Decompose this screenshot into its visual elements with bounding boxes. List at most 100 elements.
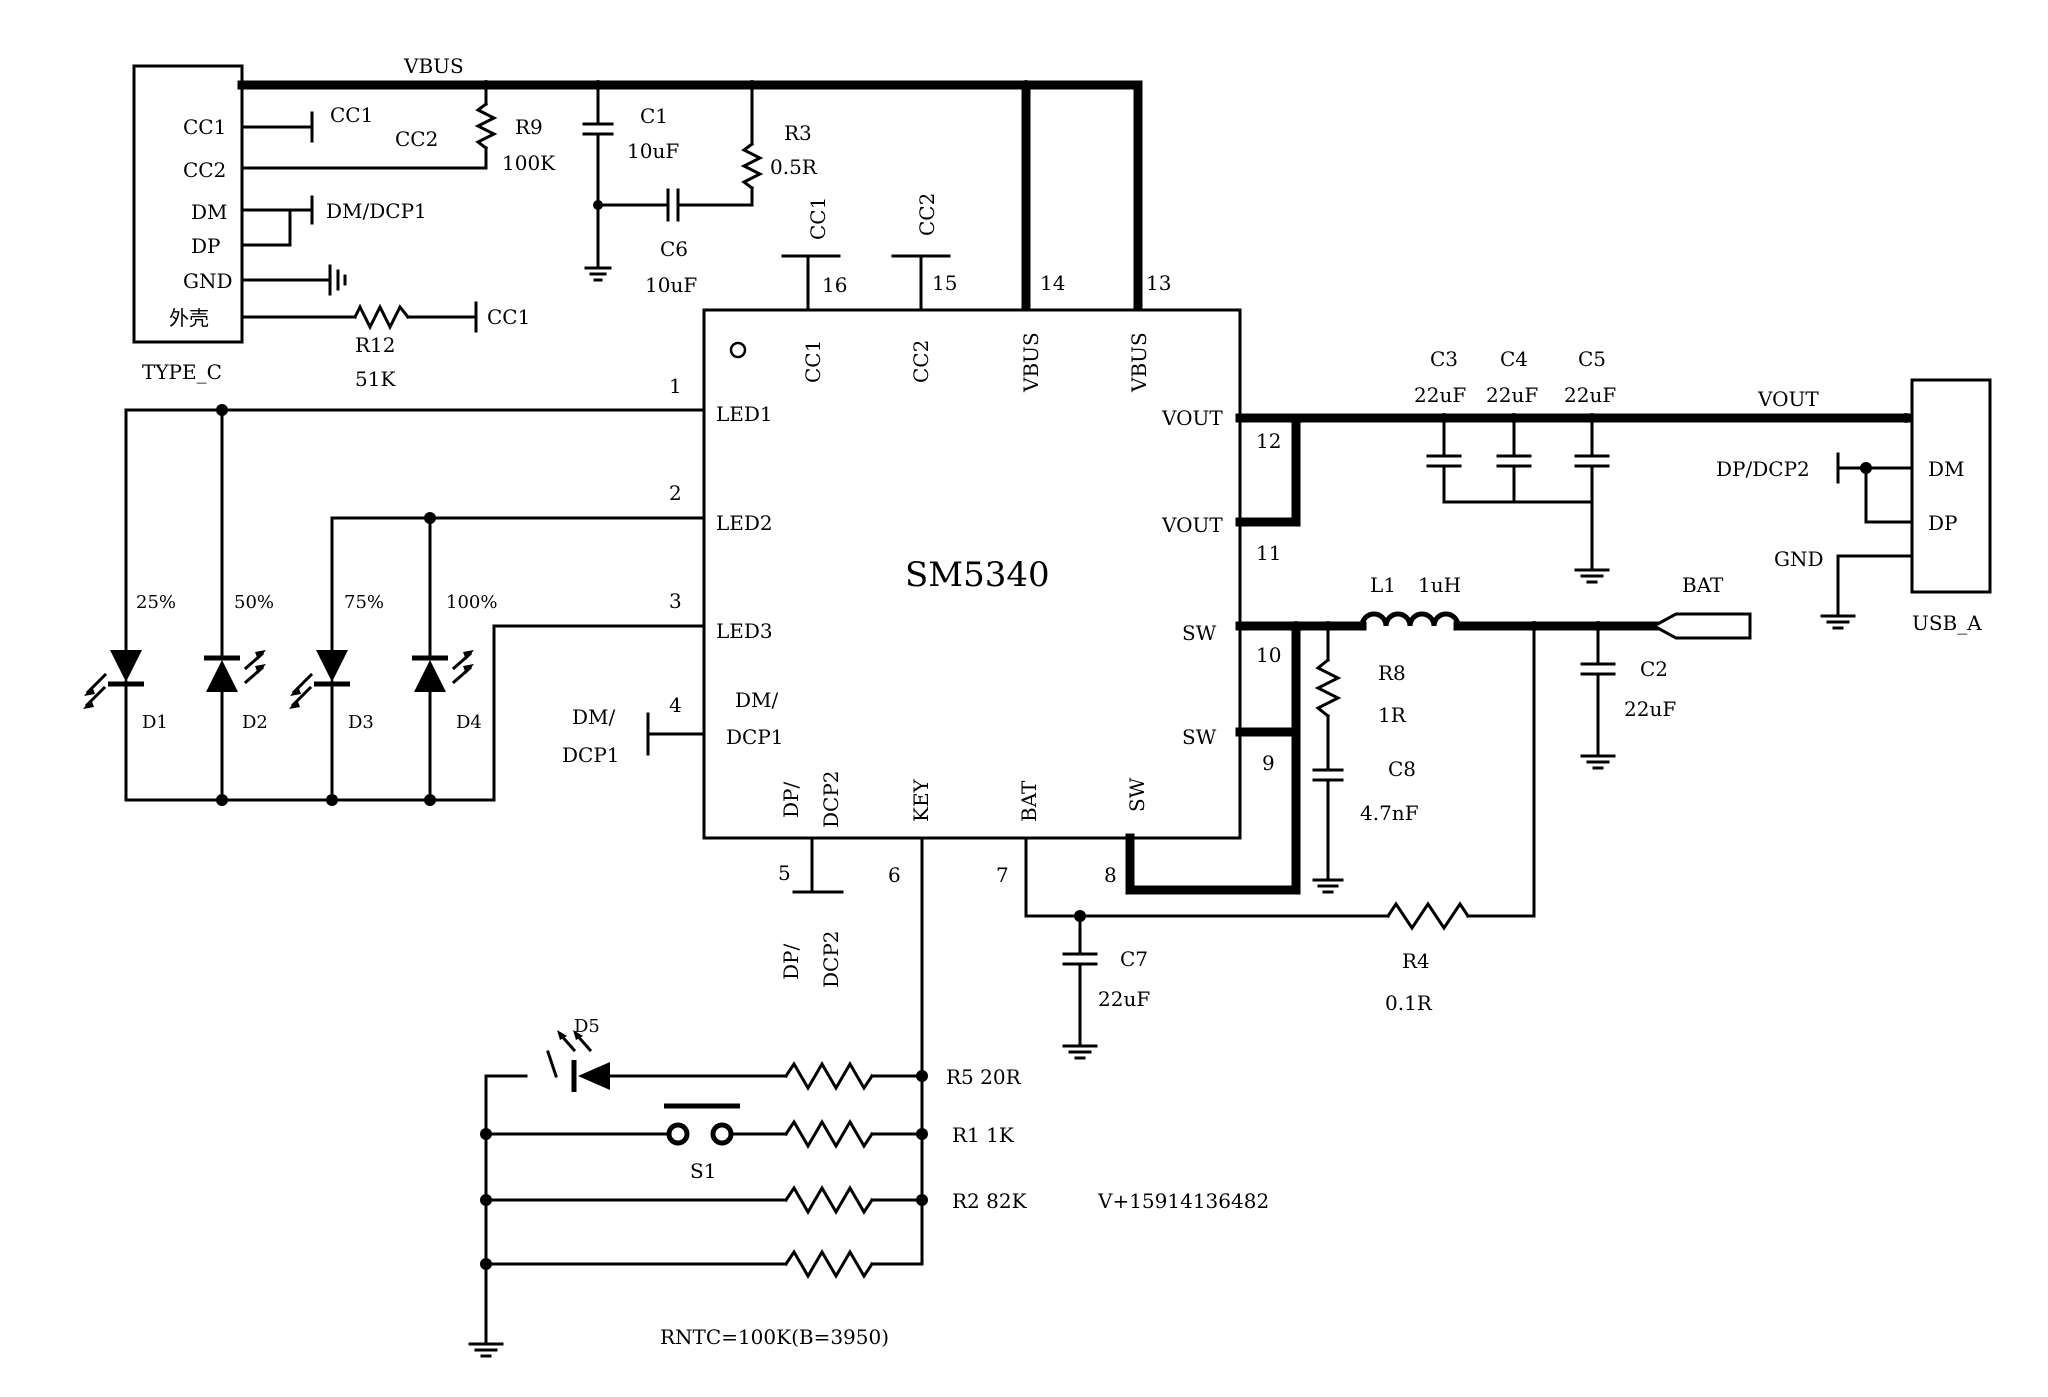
led-d1: [83, 650, 144, 709]
rntc-note: RNTC=100K(B=3950): [660, 1325, 889, 1349]
usb-a-pin-dp: DP: [1928, 511, 1958, 535]
r1-label: R1 1K: [952, 1123, 1015, 1147]
pin12-name: VOUT: [1161, 406, 1223, 430]
led-d4-pct: 100%: [446, 592, 497, 613]
dm-dcp1-net-label: DM/DCP1: [326, 199, 427, 223]
pin5-num: 5: [778, 861, 791, 885]
pin5-name-line2: DCP2: [819, 770, 843, 828]
phone-note: V+15914136482: [1097, 1189, 1269, 1213]
pin4-num: 4: [669, 693, 682, 717]
r3-ref: R3: [784, 121, 812, 145]
c4-ref: C4: [1500, 347, 1528, 371]
pin9-name: SW: [1182, 725, 1217, 749]
led-d3-ref: D3: [348, 712, 374, 733]
pin4-ext-line2: DCP1: [562, 743, 620, 767]
r12-value: 51K: [355, 367, 396, 391]
cc2-net-label: CC2: [395, 127, 438, 151]
l1-ref: L1: [1370, 573, 1396, 597]
pin1-name: LED1: [716, 402, 773, 426]
led-d2-pct: 50%: [234, 592, 274, 613]
pin9-num: 9: [1262, 751, 1275, 775]
c8-ref: C8: [1388, 757, 1416, 781]
led-d3: [289, 650, 350, 709]
led-d4-ref: D4: [456, 712, 482, 733]
pin14-name: VBUS: [1019, 332, 1043, 393]
c6-ref: C6: [660, 237, 688, 261]
r8-value: 1R: [1378, 703, 1407, 727]
type-c-pin-dm: DM: [191, 200, 228, 224]
d5-ref: D5: [574, 1016, 600, 1037]
type-c-body: [132, 64, 244, 344]
sm5340-chip: SM5340: [702, 308, 1242, 840]
led-d3-pct: 75%: [344, 592, 384, 613]
pin10-name: SW: [1182, 621, 1217, 645]
c7-ref: C7: [1120, 947, 1148, 971]
pin4-name-line1: DM/: [735, 688, 779, 712]
c2-value: 22uF: [1624, 697, 1676, 721]
r4-ref: R4: [1402, 949, 1430, 973]
led-d2-ref: D2: [242, 712, 268, 733]
usb-a-gnd-label: GND: [1774, 547, 1824, 571]
pin13-num: 13: [1146, 271, 1171, 295]
pin15-num: 15: [932, 271, 957, 295]
c1-ref: C1: [640, 104, 668, 128]
c7-value: 22uF: [1098, 987, 1150, 1011]
c5-ref: C5: [1578, 347, 1606, 371]
cc1-net-label: CC1: [330, 103, 373, 127]
type-c-connector: CC1 CC2 DM DP GND 外壳 TYPE_C: [132, 64, 244, 384]
r9-ref: R9: [515, 115, 543, 139]
type-c-pin-dp: DP: [191, 234, 221, 258]
c8-value: 4.7nF: [1360, 801, 1419, 825]
led-d4: [412, 650, 474, 692]
pin4-ext-line1: DM/: [572, 705, 616, 729]
vbus-net-label: VBUS: [403, 54, 464, 78]
type-c-pin-gnd: GND: [183, 269, 233, 293]
c2-ref: C2: [1640, 657, 1668, 681]
usb-a-stub-label: DP/DCP2: [1716, 457, 1810, 481]
pin15-ext-label: CC2: [915, 193, 939, 236]
pin7-name: BAT: [1017, 780, 1041, 822]
pin7-num: 7: [996, 863, 1009, 887]
pin1-num: 1: [669, 374, 682, 398]
pin13-name: VBUS: [1127, 332, 1151, 393]
pin8-num: 8: [1104, 863, 1117, 887]
r3-value: 0.5R: [770, 155, 818, 179]
pin5-ext-line2: DCP2: [819, 930, 843, 988]
r5-label: R5 20R: [946, 1065, 1022, 1089]
pin5-name-line1: DP/: [779, 782, 803, 818]
usb-a-body: [1910, 378, 1992, 594]
led-d1-pct: 25%: [136, 592, 176, 613]
vout-net-label: VOUT: [1757, 387, 1819, 411]
pin16-num: 16: [822, 273, 847, 297]
pin2-name: LED2: [716, 511, 773, 535]
c6-value: 10uF: [645, 273, 697, 297]
led-d2: [204, 650, 266, 692]
usb-a-label: USB_A: [1912, 611, 1982, 635]
type-c-pin-cc1: CC1: [183, 115, 226, 139]
pin1-marker: [729, 341, 747, 359]
type-c-label: TYPE_C: [142, 360, 222, 384]
pin3-num: 3: [669, 589, 682, 613]
type-c-pin-cc2: CC2: [183, 158, 226, 182]
r2-label: R2 82K: [952, 1189, 1028, 1213]
usb-a-pin-dm: DM: [1928, 457, 1965, 481]
l1-value: 1uH: [1418, 573, 1461, 597]
c5-value: 22uF: [1564, 383, 1616, 407]
pin4-name-line2: DCP1: [726, 725, 784, 749]
c3-ref: C3: [1430, 347, 1458, 371]
pin15-name: CC2: [909, 340, 933, 383]
shell-net-label: CC1: [487, 305, 530, 329]
pin8-name: SW: [1125, 777, 1149, 812]
pin10-num: 10: [1256, 643, 1281, 667]
r4-value: 0.1R: [1385, 991, 1433, 1015]
type-c-pin-shell: 外壳: [169, 306, 209, 330]
pin3-name: LED3: [716, 619, 773, 643]
pin6-num: 6: [888, 863, 901, 887]
r9-value: 100K: [502, 151, 556, 175]
s1-ref: S1: [690, 1159, 716, 1183]
r8-ref: R8: [1378, 661, 1406, 685]
pin12-num: 12: [1256, 429, 1281, 453]
pin11-name: VOUT: [1161, 513, 1223, 537]
bat-net-tag: [1650, 612, 1752, 640]
